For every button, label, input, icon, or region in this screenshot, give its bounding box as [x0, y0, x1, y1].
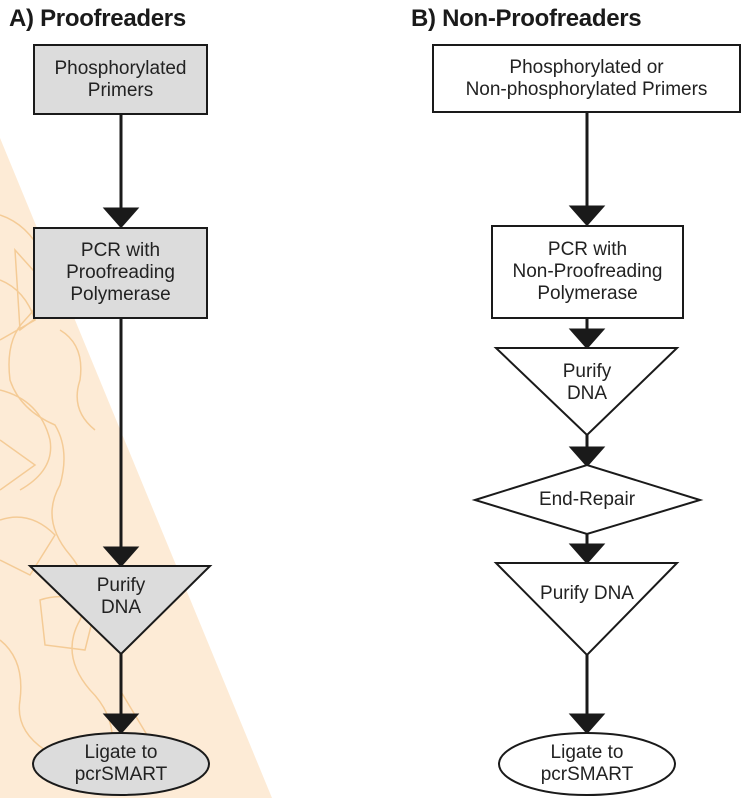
a-pcr-line-2: Proofreading: [66, 262, 175, 283]
b-primers-line-2: Non-phosphorylated Primers: [465, 78, 708, 100]
background-line-art: [0, 214, 152, 771]
a-pcr-line-1: PCR with: [80, 240, 161, 261]
b-pcr-line-1: PCR with: [547, 239, 628, 260]
panel-b-title: B) Non-Proofreaders: [411, 5, 642, 32]
a-purify-line-1: Purify: [96, 575, 146, 596]
panel-a-title: A) Proofreaders: [9, 5, 186, 32]
panel-a-connectors: [102, 115, 140, 735]
b-primers-line-1: Phosphorylated or: [509, 56, 664, 78]
a-primers-line-2: Primers: [87, 79, 154, 101]
b-ligate-line-1: Ligate to: [550, 742, 624, 763]
arrowhead-b5: [568, 713, 606, 735]
b-pcr-box: PCR with Non-Proofreading Polymerase: [491, 225, 684, 319]
arrowhead-a3: [102, 713, 140, 735]
arrowhead-a1: [102, 207, 140, 229]
panel-b-connectors: [568, 112, 606, 735]
b-purify-triangle-2: [493, 562, 680, 657]
b-end-repair-line-1: End-Repair: [538, 489, 636, 510]
a-pcr-box: PCR with Proofreading Polymerase: [33, 227, 208, 319]
b-purify-triangle-1: [493, 347, 680, 437]
b-end-repair-diamond: [471, 463, 704, 536]
a-purify-label: Purify DNA: [61, 575, 181, 619]
arrowhead-b3: [568, 446, 606, 468]
a-ligate-line-2: pcrSMART: [74, 764, 168, 785]
b-end-repair-label: End-Repair: [517, 486, 657, 514]
b-purify-label-1: Purify DNA: [527, 361, 647, 405]
a-primers-box: Phosphorylated Primers: [33, 44, 208, 115]
a-purify-triangle: [27, 565, 213, 656]
arrowhead-b4: [568, 543, 606, 565]
a-ligate-line-1: Ligate to: [84, 742, 158, 763]
a-primers-line-1: Phosphorylated: [54, 57, 187, 79]
a-pcr-line-3: Polymerase: [70, 284, 171, 305]
b-pcr-line-3: Polymerase: [537, 283, 638, 304]
b-purify1-line-2: DNA: [566, 383, 608, 404]
a-ligate-ellipse: [32, 732, 210, 796]
arrowhead-b1: [568, 205, 606, 227]
b-pcr-line-2: Non-Proofreading: [512, 261, 663, 282]
a-purify-line-2: DNA: [100, 597, 142, 618]
b-purify1-line-1: Purify: [562, 361, 612, 382]
b-purify2-line-1: Purify DNA: [540, 583, 634, 604]
b-primers-box: Phosphorylated or Non-phosphorylated Pri…: [432, 44, 741, 113]
a-ligate-label: Ligate to pcrSMART: [41, 735, 201, 793]
arrowhead-a2: [102, 546, 140, 568]
b-ligate-line-2: pcrSMART: [540, 764, 634, 785]
b-purify-label-2: Purify DNA: [517, 583, 657, 605]
b-ligate-label: Ligate to pcrSMART: [507, 735, 667, 793]
arrowhead-b2: [568, 328, 606, 350]
b-ligate-ellipse: [498, 732, 676, 796]
